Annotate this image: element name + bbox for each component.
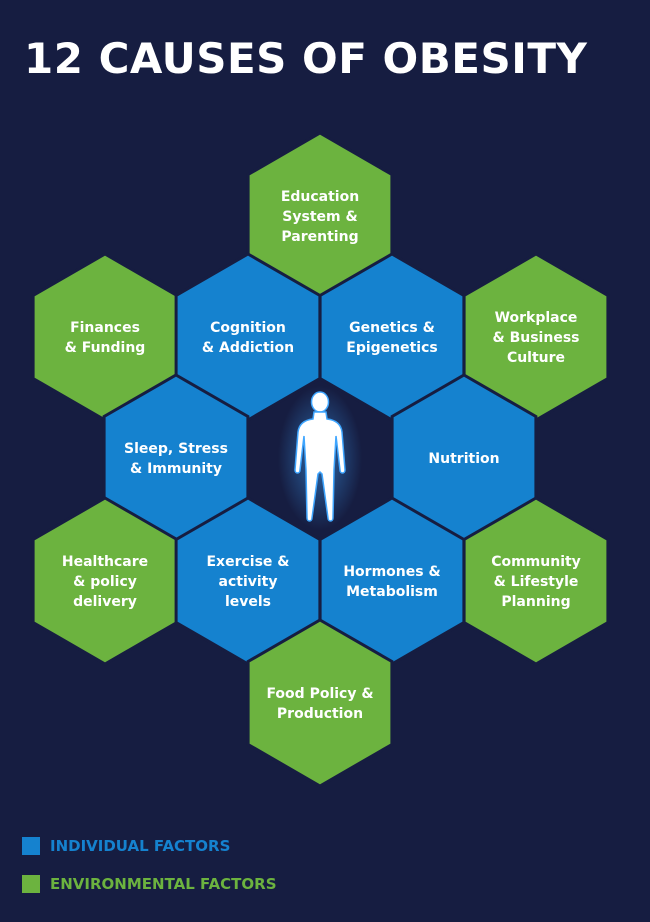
hex-label-line: & Business (493, 330, 580, 346)
hex-label-line: & Lifestyle (494, 574, 579, 590)
hex-label-cognition: Cognition & Addiction (202, 320, 294, 356)
hex-food: Food Policy & Production (246, 618, 394, 788)
legend-label-individual: INDIVIDUAL FACTORS (50, 837, 231, 855)
hex-label-genetics: Genetics & Epigenetics (346, 320, 438, 356)
hex-label-line: System & (282, 209, 357, 225)
hex-label-food: Food Policy & Production (266, 686, 373, 722)
hex-label-line: & Immunity (130, 461, 222, 477)
hex-label-line: activity (219, 574, 278, 590)
legend-item-individual: INDIVIDUAL FACTORS (22, 834, 277, 858)
hex-label-line: & Addiction (202, 340, 294, 356)
hex-label-finances: Finances & Funding (65, 320, 146, 356)
page-title: 12 CAUSES OF OBESITY (24, 34, 588, 83)
hex-label-line: Food Policy & (266, 686, 373, 702)
human-body-shape (294, 391, 346, 522)
hex-cognition: Cognition & Addiction (174, 252, 322, 422)
hex-label-line: Metabolism (346, 584, 438, 600)
hex-label-line: Parenting (281, 229, 358, 245)
hex-label-line: Cognition (210, 320, 286, 336)
human-body-icon (278, 386, 362, 530)
hex-shape-community (462, 496, 610, 666)
hex-healthcare: Healthcare & policy delivery (31, 496, 179, 666)
hex-label-sleep: Sleep, Stress & Immunity (124, 441, 228, 477)
hex-label-line: Finances (70, 320, 140, 336)
hex-label-line: delivery (73, 594, 137, 610)
legend: INDIVIDUAL FACTORS ENVIRONMENTAL FACTORS (22, 834, 277, 910)
hex-label-line: Education (281, 189, 359, 205)
legend-swatch-environmental (22, 875, 40, 893)
hex-label-line: Genetics & (349, 320, 435, 336)
hex-label-line: Epigenetics (346, 340, 438, 356)
hex-label-line: Planning (501, 594, 570, 610)
hex-label-hormones: Hormones & Metabolism (343, 564, 440, 600)
hex-label-exercise: Exercise & activity levels (206, 554, 289, 610)
hex-label-line: Production (277, 706, 363, 722)
hex-label-line: & policy (73, 574, 137, 590)
hex-label-line: Hormones & (343, 564, 440, 580)
legend-item-environmental: ENVIRONMENTAL FACTORS (22, 872, 277, 896)
legend-swatch-individual (22, 837, 40, 855)
hex-label-line: Community (491, 554, 581, 570)
hex-label-line: Nutrition (428, 451, 499, 467)
legend-label-environmental: ENVIRONMENTAL FACTORS (50, 875, 277, 893)
hex-label-line: Exercise & (206, 554, 289, 570)
hex-label-line: Culture (507, 350, 565, 366)
hex-label-line: Workplace (495, 310, 578, 326)
hex-shape-food (246, 618, 394, 788)
hex-label-nutrition: Nutrition (428, 451, 499, 467)
hex-label-healthcare: Healthcare & policy delivery (62, 554, 148, 610)
hex-sleep: Sleep, Stress & Immunity (102, 373, 250, 543)
hex-label-line: Healthcare (62, 554, 148, 570)
hex-label-line: levels (225, 594, 271, 610)
hex-label-line: Sleep, Stress (124, 441, 228, 457)
hex-label-line: & Funding (65, 340, 146, 356)
